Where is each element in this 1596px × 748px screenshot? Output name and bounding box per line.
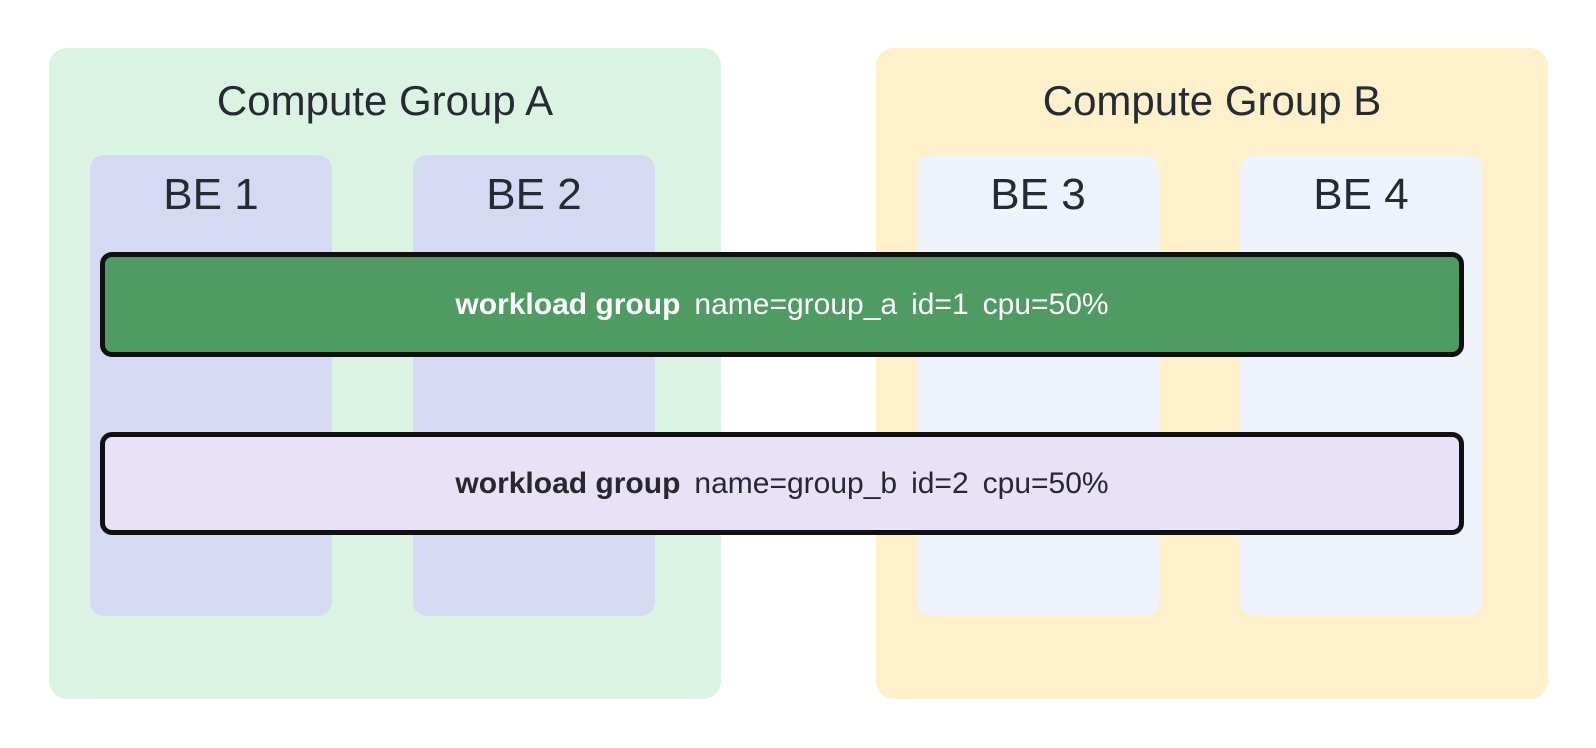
workload-group-b-bar: workload group name=group_b id=2 cpu=50%: [100, 432, 1464, 535]
be-node-4-label: BE 4: [1313, 170, 1409, 219]
workload-group-b-attr-cpu: cpu=50%: [982, 466, 1109, 500]
be-node-1-label: BE 1: [163, 170, 259, 219]
be-node-4: BE 4: [1240, 155, 1482, 616]
workload-group-a-bar: workload group name=group_a id=1 cpu=50%: [100, 252, 1464, 357]
workload-group-a-name-label: workload group: [455, 287, 681, 321]
workload-group-a-attr-cpu: cpu=50%: [982, 287, 1109, 321]
compute-group-b-title: Compute Group B: [1042, 77, 1382, 124]
workload-group-b-attr-name: name=group_b: [694, 466, 898, 500]
be-node-2-label: BE 2: [486, 170, 582, 219]
be-node-1: BE 1: [90, 155, 332, 616]
workload-group-a-attr-name: name=group_a: [694, 287, 898, 321]
workload-group-b-attr-id: id=2: [911, 466, 969, 500]
be-node-3-label: BE 3: [990, 170, 1086, 219]
workload-group-b-name-label: workload group: [455, 466, 681, 500]
be-node-3: BE 3: [917, 155, 1159, 616]
workload-group-a-attr-id: id=1: [911, 287, 969, 321]
compute-group-a-title: Compute Group A: [216, 77, 554, 124]
be-node-2: BE 2: [413, 155, 655, 616]
